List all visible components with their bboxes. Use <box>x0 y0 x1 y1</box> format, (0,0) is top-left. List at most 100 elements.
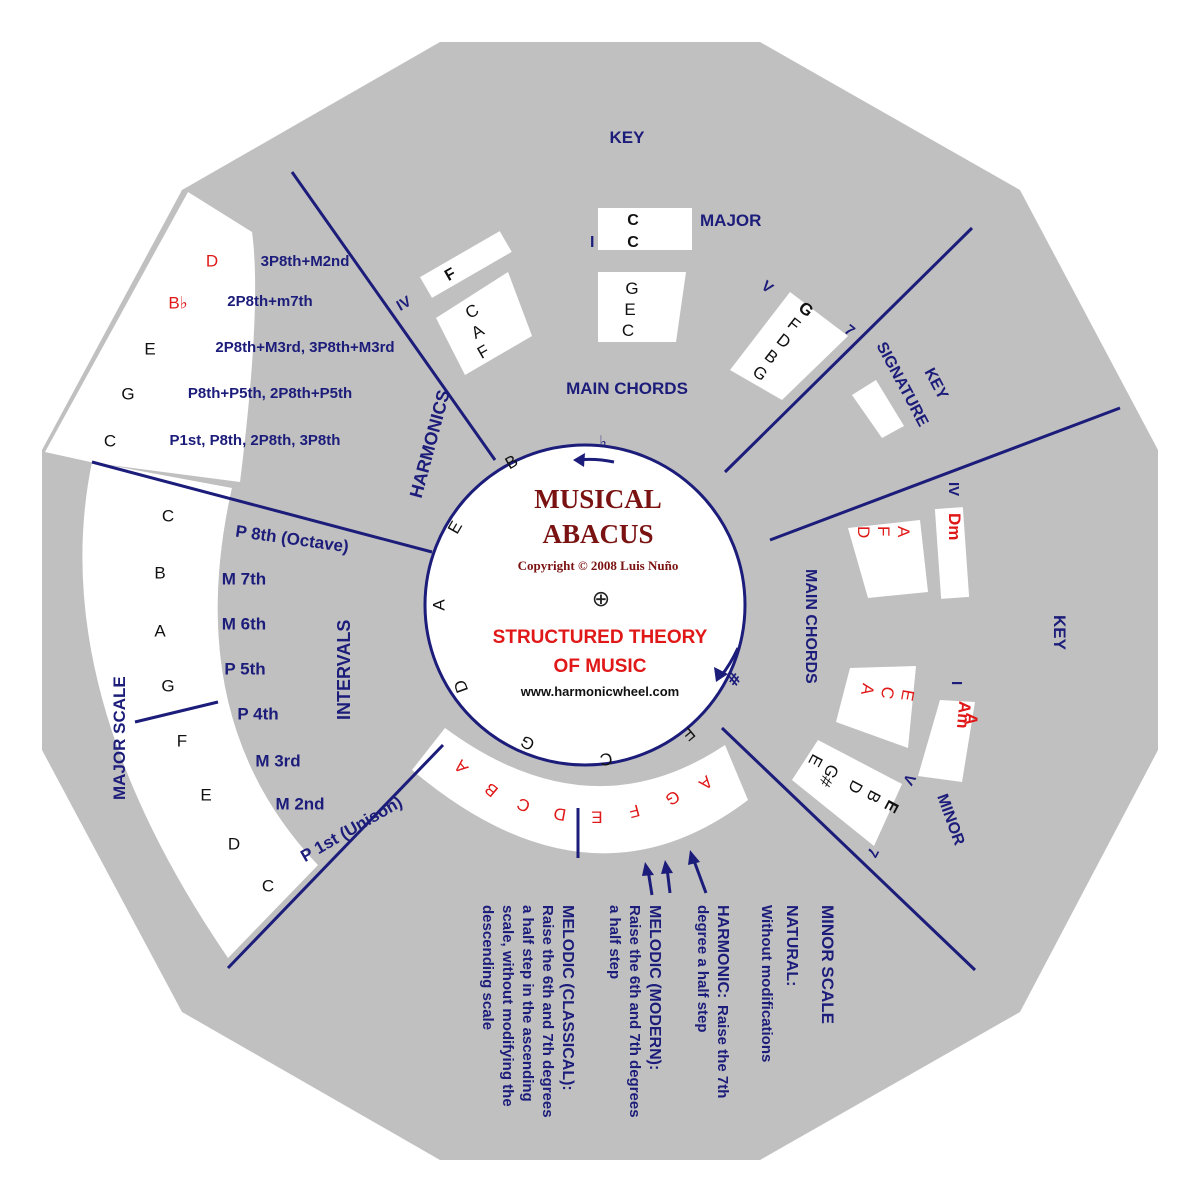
top-key-note-1: C <box>627 212 639 229</box>
harmonics-row: 2P8th+m7th <box>227 293 312 310</box>
major-scale-note: B <box>154 563 165 582</box>
harmonics-row: 3P8th+M2nd <box>261 253 350 270</box>
minor-melodic-classical-label: MELODIC (CLASSICAL): <box>559 905 576 1091</box>
major-scale-band <box>82 462 318 958</box>
minor-harmonic-desc-1: Raise the 7th <box>714 1005 731 1098</box>
minor-ring-note: E <box>591 808 602 827</box>
minor-melodic-modern-label: MELODIC (MODERN): <box>646 905 663 1070</box>
divider-top-left <box>290 171 497 461</box>
divider-bottom-right <box>720 726 977 972</box>
divider-harmonics-major <box>91 460 433 554</box>
harmonics-rows: P1st, P8th, 2P8th, 3P8th P8th+P5th, 2P8th… <box>170 253 395 449</box>
center-crosshair-icon: ⊕ <box>592 587 610 612</box>
harmonics-notes: C G E B♭ D <box>104 251 218 450</box>
harmonics-note: C <box>104 431 116 450</box>
top-i-chord-note-1: G <box>625 279 638 298</box>
top-iv-key-box <box>420 231 512 298</box>
top-key-note-2: C <box>627 234 639 251</box>
inner-note: A <box>429 599 448 611</box>
top-i-chord-note-2: E <box>624 300 635 319</box>
interval-item: M 3rd <box>255 751 300 770</box>
intervals-label: INTERVALS <box>334 620 354 720</box>
minor-natural-desc: Without modifications <box>758 905 775 1062</box>
interval-item: M 7th <box>222 569 266 588</box>
interval-item: P 4th <box>237 704 278 723</box>
major-scale-note: C <box>162 506 174 525</box>
right-i-chord-note-2: C <box>877 685 898 700</box>
minor-ring-band <box>412 728 748 854</box>
top-iv-group <box>420 231 512 298</box>
harmonics-note: B♭ <box>168 293 187 312</box>
minor-melodic-modern-desc-2: a half step <box>606 905 623 979</box>
top-main-chords-label: MAIN CHORDS <box>566 379 688 398</box>
harmonics-note: E <box>144 339 155 358</box>
major-scale-note: C <box>262 876 274 895</box>
title-line2: ABACUS <box>542 519 653 549</box>
harmonics-row: P1st, P8th, 2P8th, 3P8th <box>170 432 341 449</box>
right-iv-key: Dm <box>945 513 964 540</box>
right-iv-chord-note-3: D <box>854 526 873 538</box>
minor-ring-note: D <box>552 804 567 825</box>
top-i-chord-note-3: C <box>622 321 634 340</box>
top-key-box <box>598 208 692 250</box>
major-scale-note: D <box>228 834 240 853</box>
major-scale-note: A <box>154 621 166 640</box>
minor-melodic-classical-block: MELODIC (CLASSICAL): Raise the 6th and 7… <box>479 905 576 1118</box>
flat-symbol: ♭ <box>599 432 607 451</box>
right-iv-chord-note-2: F <box>874 526 893 536</box>
interval-item: M 6th <box>222 614 266 633</box>
divider-major-inner <box>134 700 219 724</box>
copyright-text: Copyright © 2008 Luis Nuño <box>518 558 679 573</box>
harmonics-band <box>45 192 256 482</box>
center-circle <box>423 443 747 767</box>
right-iv-label: IV <box>945 482 962 496</box>
sharp-arrowhead-icon <box>714 667 728 682</box>
harmonics-row: 2P8th+M3rd, 3P8th+M3rd <box>215 339 394 356</box>
flat-arrowhead-icon <box>573 453 585 467</box>
right-iv-chord-box <box>848 520 928 598</box>
minor-ring-note: F <box>627 800 642 821</box>
right-i-chord-note-1: E <box>897 688 918 702</box>
top-major-label: MAJOR <box>700 211 761 230</box>
right-i-key-box <box>918 700 975 782</box>
divider-right <box>769 406 1121 542</box>
interval-item: M 2nd <box>275 794 324 813</box>
interval-item: P 5th <box>224 659 265 678</box>
minor-melodic-classical-desc-4: descending scale <box>479 905 496 1030</box>
minor-melodic-classical-desc-1: Raise the 6th and 7th degrees <box>539 905 556 1118</box>
right-key-label: KEY <box>1050 615 1069 651</box>
major-scale-label: MAJOR SCALE <box>110 676 129 800</box>
top-iv-chord-box <box>436 272 532 375</box>
inner-note: D <box>450 677 472 695</box>
minor-natural-label: NATURAL: <box>783 905 800 986</box>
minor-melodic-modern-desc-1: Raise the 6th and 7th degrees <box>626 905 643 1118</box>
right-iv-key-box <box>934 507 970 599</box>
right-i-key-1: A <box>961 712 981 726</box>
minor-harmonic-label: HARMONIC: <box>714 905 731 998</box>
major-scale-note: E <box>200 785 211 804</box>
minor-scale-label: MINOR SCALE <box>818 905 837 1024</box>
divider-bottom-left <box>226 743 445 970</box>
harmonics-note: D <box>206 251 218 270</box>
divider-top-right <box>723 226 974 474</box>
right-v-chord-box <box>792 740 902 846</box>
intervals-inner-band <box>217 488 336 865</box>
minor-melodic-classical-desc-2: a half step in the ascending <box>519 905 536 1102</box>
right-i-key-2: Am <box>953 700 974 729</box>
right-iv-chord-note-1: A <box>894 526 913 538</box>
right-i-chord-note-3: A <box>857 682 878 697</box>
harmonics-row: P8th+P5th, 2P8th+P5th <box>188 385 352 402</box>
minor-harmonic-desc-2: degree a half step <box>694 905 711 1033</box>
key-signature-box <box>852 380 904 438</box>
harmonics-note: G <box>121 384 134 403</box>
right-main-chords-label: MAIN CHORDS <box>802 569 819 684</box>
major-scale-note: F <box>177 731 187 750</box>
top-i-label: I <box>590 234 594 251</box>
minor-melodic-classical-desc-3: scale, without modifying the <box>499 905 516 1107</box>
subtitle-line1: STRUCTURED THEORY <box>493 627 708 648</box>
top-key-label: KEY <box>610 128 646 147</box>
top-v-chord-box <box>730 292 848 400</box>
right-i-chord-box <box>836 666 916 748</box>
